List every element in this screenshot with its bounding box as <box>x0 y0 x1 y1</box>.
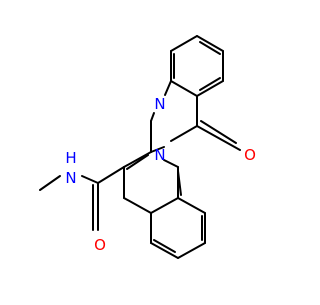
bond-lines <box>39 35 241 259</box>
atom-label-n-ring: N <box>154 95 165 113</box>
atom-label-n-amide: N <box>65 169 76 187</box>
atom-label-h-amide: H <box>65 149 76 167</box>
bond-line <box>177 242 206 259</box>
bond-line <box>81 175 99 184</box>
bond-line <box>170 125 198 142</box>
bond-line <box>199 77 221 91</box>
molecule-canvas: N N O N H O <box>39 35 256 259</box>
atom-label-n-bridge: N <box>154 146 165 164</box>
bond-line <box>126 154 149 170</box>
bond-line <box>150 197 179 214</box>
molecule-structure: N N O N H O <box>39 35 256 259</box>
bond-line <box>200 120 237 144</box>
bond-line <box>177 170 182 196</box>
bond-line <box>97 166 125 184</box>
bond-line <box>153 239 176 253</box>
atom-label-o-ketone: O <box>244 146 256 164</box>
bond-line <box>196 80 224 97</box>
bond-line <box>150 146 165 153</box>
bond-line <box>199 41 221 55</box>
bond-line <box>196 35 224 52</box>
bond-line <box>170 35 198 52</box>
bond-line <box>123 197 152 214</box>
bond-line <box>123 151 152 168</box>
bond-line <box>196 125 241 151</box>
bond-line <box>150 242 179 259</box>
atom-label-o-amide: O <box>94 236 106 254</box>
bond-line <box>163 159 179 168</box>
bond-line <box>177 197 206 214</box>
bond-line <box>150 112 155 122</box>
bond-line <box>39 175 61 191</box>
bond-line <box>170 80 198 97</box>
bond-line <box>164 80 172 96</box>
